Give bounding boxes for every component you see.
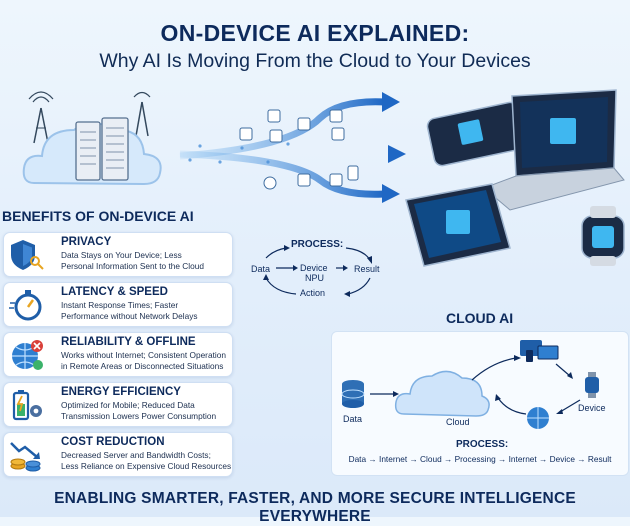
smartwatch-icon: [581, 206, 625, 266]
process-cycle-arrows: [263, 245, 372, 297]
globe-icon: [527, 407, 549, 429]
cloud-ai-cloud-label: Cloud: [446, 417, 470, 427]
smartwatch-small-icon: [585, 372, 599, 398]
page-subtitle: Why AI Is Moving From the Cloud to Your …: [99, 50, 531, 72]
battery-gear-icon: [12, 390, 42, 421]
benefit-desc-line: Less Reliance on Expensive Cloud Resourc…: [61, 460, 232, 471]
data-type-icons: [239, 109, 359, 190]
process-step-npu: NPU: [305, 273, 325, 283]
cloud-icon: [394, 370, 490, 417]
benefit-desc-line: Personal Information Sent to the Cloud: [61, 260, 204, 271]
flow-arrow-3: [179, 150, 385, 198]
antenna-tower-right-icon: [133, 91, 151, 137]
data-flow-arrows: [170, 92, 406, 203]
benefit-title: COST REDUCTION: [61, 436, 165, 448]
offline-globe-icon: [12, 340, 43, 370]
benefit-desc-line: Works without Internet; Consistent Opera…: [61, 350, 226, 360]
benefit-title: ENERGY EFFICIENCY: [61, 386, 181, 398]
benefit-title: PRIVACY: [61, 236, 112, 248]
tablet-icon: [405, 183, 511, 267]
antenna-tower-left-icon: [28, 91, 54, 144]
benefit-card-latency: LATENCY & SPEED Instant Response Times; …: [3, 282, 233, 327]
server-rack-icon: [75, 117, 129, 181]
smartphone-icon: [426, 101, 526, 167]
benefit-card-energy: ENERGY EFFICIENCY Optimized for Mobile; …: [3, 382, 233, 427]
process-step-action: Action: [300, 288, 326, 298]
cloud-ai-process-heading: PROCESS:: [456, 439, 509, 450]
page-title: ON-DEVICE AI EXPLAINED:: [160, 20, 470, 46]
process-step-data: Data: [251, 264, 271, 274]
coins-down-icon: [10, 442, 41, 472]
benefit-title: RELIABILITY & OFFLINE: [61, 336, 196, 348]
benefit-desc-line: in Remote Areas or Disconnected Situatio…: [61, 360, 224, 371]
database-icon: [341, 380, 365, 408]
laptop-icon: [483, 89, 625, 211]
benefit-desc-line: Decreased Server and Bandwidth Costs;: [61, 450, 211, 460]
benefit-card-cost: COST REDUCTION Decreased Server and Band…: [3, 432, 233, 477]
cloud-ai-process-flow: Data → Internet → Cloud → Processing → I…: [348, 454, 612, 464]
benefit-desc-line: Data Stays on Your Device; Less: [61, 250, 182, 260]
devices-illustration: [405, 89, 625, 267]
flow-arrow-1: [179, 98, 385, 160]
on-device-process-heading: PROCESS:: [291, 239, 344, 250]
benefits-heading: BENEFITS OF ON-DEVICE AI: [2, 208, 194, 224]
multi-device-icon: [520, 340, 559, 362]
footer-tagline: ENABLING SMARTER, FASTER, AND MORE SECUR…: [54, 490, 576, 525]
benefit-desc-line: Instant Response Times; Faster: [61, 300, 179, 310]
benefit-desc-line: Transmission Lowers Power Consumption: [61, 410, 217, 421]
process-step-device: Device: [300, 263, 328, 273]
shield-key-icon: [11, 240, 44, 270]
benefit-desc-line: Performance without Network Delays: [61, 310, 198, 321]
stopwatch-icon: [9, 290, 42, 321]
cloud-ai-diagram: [341, 340, 599, 429]
benefit-desc-line: Optimized for Mobile; Reduced Data: [61, 400, 195, 410]
cloud-ai-data-label: Data: [343, 414, 363, 424]
benefit-title: LATENCY & SPEED: [61, 286, 168, 298]
process-step-result: Result: [354, 264, 380, 274]
cloud-server-illustration: [22, 91, 162, 186]
benefit-card-reliability: RELIABILITY & OFFLINE Works without Inte…: [3, 332, 233, 377]
cloud-ai-heading: CLOUD AI: [446, 310, 514, 326]
cloud-ai-device-label: Device: [578, 403, 606, 413]
